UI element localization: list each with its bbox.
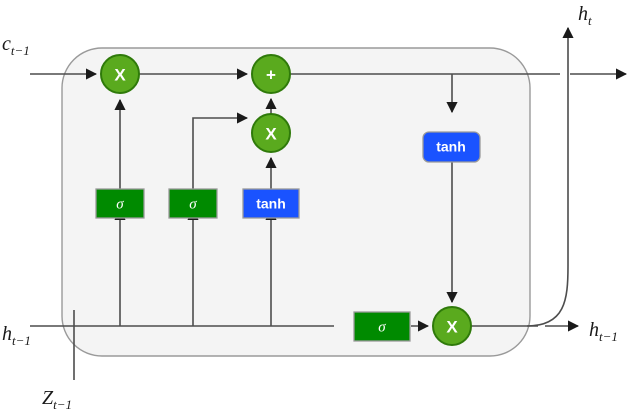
input-gate-multiply[interactable]: X xyxy=(251,113,291,153)
candidate-tanh[interactable]: tanh xyxy=(242,188,300,219)
input-gate-sigmoid-label: σ xyxy=(189,196,197,212)
hidden-state-output-top-subscript: t xyxy=(588,13,592,28)
z-input-label: Zt−1 xyxy=(42,387,72,412)
svg-text:ct−1: ct−1 xyxy=(2,33,30,58)
output-tanh-label: tanh xyxy=(436,139,466,155)
hidden-state-output-right-label: ht−1 xyxy=(589,319,618,344)
cell-state-input-symbol: c xyxy=(2,33,11,55)
cell-state-add-label: + xyxy=(266,66,276,85)
input-gate-sigmoid[interactable]: σ xyxy=(168,188,218,219)
z-input-symbol: Z xyxy=(42,387,54,409)
forget-gate-sigmoid-label: σ xyxy=(116,196,124,212)
hidden-state-output-right-subscript: t−1 xyxy=(599,329,618,344)
output-tanh[interactable]: tanh xyxy=(422,131,481,163)
cell-state-add[interactable]: + xyxy=(251,54,291,94)
output-gate-multiply-label: X xyxy=(446,318,458,337)
svg-text:ht−1: ht−1 xyxy=(2,323,31,348)
output-gate-sigmoid-label: σ xyxy=(378,319,386,335)
input-sigma-to-multiply-wire xyxy=(192,112,249,189)
hidden-state-output-top-label: ht xyxy=(578,3,592,28)
hidden-state-input-label: ht−1 xyxy=(2,323,31,348)
z-input-subscript: t−1 xyxy=(53,397,72,412)
svg-text:ht: ht xyxy=(578,3,592,28)
candidate-tanh-label: tanh xyxy=(256,196,286,212)
hidden-state-input-symbol: h xyxy=(2,323,12,345)
forget-gate-multiply[interactable]: X xyxy=(100,54,140,94)
hidden-state-input-subscript: t−1 xyxy=(12,333,31,348)
svg-text:Zt−1: Zt−1 xyxy=(42,387,72,412)
hidden-output-to-top-branch xyxy=(526,26,574,327)
forget-gate-multiply-label: X xyxy=(114,66,126,85)
input-gate-multiply-label: X xyxy=(265,125,277,144)
forget-gate-sigmoid[interactable]: σ xyxy=(95,188,145,219)
svg-text:ht−1: ht−1 xyxy=(589,319,618,344)
hidden-state-output-top-symbol: h xyxy=(578,3,588,25)
output-gate-sigmoid[interactable]: σ xyxy=(353,311,411,342)
output-gate-multiply[interactable]: X xyxy=(432,306,472,346)
cell-state-input-subscript: t−1 xyxy=(11,43,30,58)
cell-state-input-label: ct−1 xyxy=(2,33,30,58)
hidden-state-output-right-symbol: h xyxy=(589,319,599,341)
